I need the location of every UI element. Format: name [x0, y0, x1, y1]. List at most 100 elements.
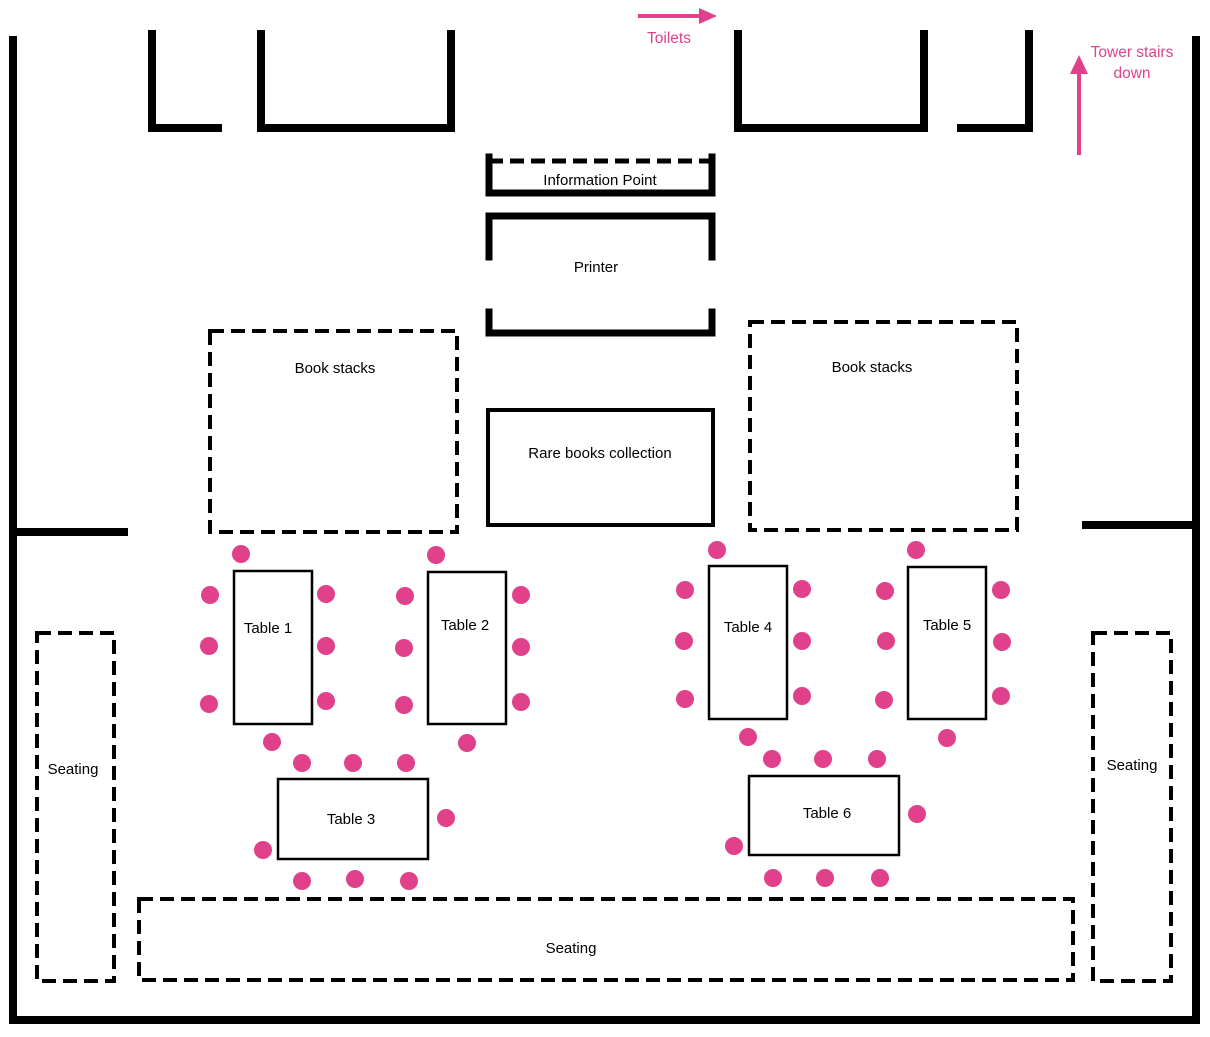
chair — [200, 695, 218, 713]
information-point-label: Information Point — [543, 172, 657, 189]
seating-right-outline — [1091, 631, 1173, 983]
chairs — [200, 541, 1011, 890]
book-stacks-left: Book stacks — [208, 329, 459, 534]
book-stacks-right-outline — [748, 320, 1019, 532]
table-5-top — [906, 565, 988, 721]
book-stacks-right-label: Book stacks — [832, 359, 913, 376]
seating-right: Seating — [1091, 631, 1173, 983]
outer-walls — [9, 36, 1200, 1024]
rare-books-collection: Rare books collection — [486, 408, 715, 527]
book-stacks-left-label: Book stacks — [295, 360, 376, 377]
chair — [739, 728, 757, 746]
tower-stairs-label-line2: down — [1113, 65, 1150, 82]
chair — [293, 872, 311, 890]
top-room-3 — [734, 30, 928, 132]
chair — [871, 869, 889, 887]
top-room-1 — [148, 30, 222, 132]
toilets-arrow-head — [699, 8, 717, 24]
top-room-4 — [957, 30, 1033, 132]
chair — [317, 692, 335, 710]
table-3: Table 3 — [276, 777, 430, 861]
chair — [317, 637, 335, 655]
toilets-direction: Toilets — [638, 8, 717, 47]
chair — [293, 754, 311, 772]
chair — [437, 809, 455, 827]
chair — [938, 729, 956, 747]
chair — [877, 632, 895, 650]
chair — [344, 754, 362, 772]
chair — [201, 586, 219, 604]
chair — [763, 750, 781, 768]
chair — [875, 691, 893, 709]
table-3-label: Table 3 — [327, 811, 375, 828]
table-2: Table 2 — [426, 570, 508, 726]
tower-stairs-label-line1: Tower stairs — [1091, 44, 1174, 61]
top-rooms — [148, 30, 1033, 132]
chair — [263, 733, 281, 751]
table-6: Table 6 — [747, 774, 901, 857]
chair — [512, 638, 530, 656]
chair — [200, 637, 218, 655]
chair — [992, 581, 1010, 599]
printer-area: Printer — [485, 212, 716, 337]
chair — [346, 870, 364, 888]
book-stacks-right: Book stacks — [748, 320, 1019, 532]
chair — [793, 580, 811, 598]
printer-label: Printer — [574, 259, 618, 276]
chair — [993, 633, 1011, 651]
chair — [816, 869, 834, 887]
chair — [397, 754, 415, 772]
table-1: Table 1 — [232, 569, 314, 726]
chair — [458, 734, 476, 752]
chair — [395, 696, 413, 714]
table-5-label: Table 5 — [923, 617, 971, 634]
chair — [868, 750, 886, 768]
chair — [400, 872, 418, 890]
chair — [876, 582, 894, 600]
chair — [764, 869, 782, 887]
seating-bottom: Seating — [137, 897, 1075, 982]
table-3-top — [276, 777, 430, 861]
table-4-label: Table 4 — [724, 619, 772, 636]
table-5: Table 5 — [906, 565, 988, 721]
chair — [254, 841, 272, 859]
toilets-label: Toilets — [647, 30, 691, 47]
table-1-label: Table 1 — [244, 620, 292, 637]
table-6-top — [747, 774, 901, 857]
printer-top-wall — [485, 212, 716, 261]
rare-books-outline — [486, 408, 715, 527]
chair — [907, 541, 925, 559]
table-2-top — [426, 570, 508, 726]
chair — [395, 639, 413, 657]
table-4: Table 4 — [707, 564, 789, 721]
chair — [317, 585, 335, 603]
chair — [992, 687, 1010, 705]
table-4-top — [707, 564, 789, 721]
seating-left: Seating — [35, 631, 116, 983]
seating-left-label: Seating — [48, 761, 99, 778]
table-1-top — [232, 569, 314, 726]
seating-right-label: Seating — [1107, 757, 1158, 774]
seating-bottom-outline — [137, 897, 1075, 982]
printer-bottom-wall — [485, 308, 716, 337]
chair — [427, 546, 445, 564]
tower-stairs-direction: Tower stairs down — [1070, 44, 1174, 155]
top-room-2 — [257, 30, 455, 132]
tower-arrow-head — [1070, 55, 1088, 74]
table-6-label: Table 6 — [803, 805, 851, 822]
seating-bottom-label: Seating — [546, 940, 597, 957]
book-stacks-left-outline — [208, 329, 459, 534]
chair — [676, 690, 694, 708]
chair — [512, 586, 530, 604]
seating-left-outline — [35, 631, 116, 983]
table-2-label: Table 2 — [441, 617, 489, 634]
information-point: Information Point — [485, 153, 716, 197]
chair — [908, 805, 926, 823]
chair — [676, 581, 694, 599]
rare-books-label: Rare books collection — [528, 445, 671, 462]
chair — [396, 587, 414, 605]
chair — [814, 750, 832, 768]
information-point-counter — [485, 153, 716, 197]
chair — [232, 545, 250, 563]
